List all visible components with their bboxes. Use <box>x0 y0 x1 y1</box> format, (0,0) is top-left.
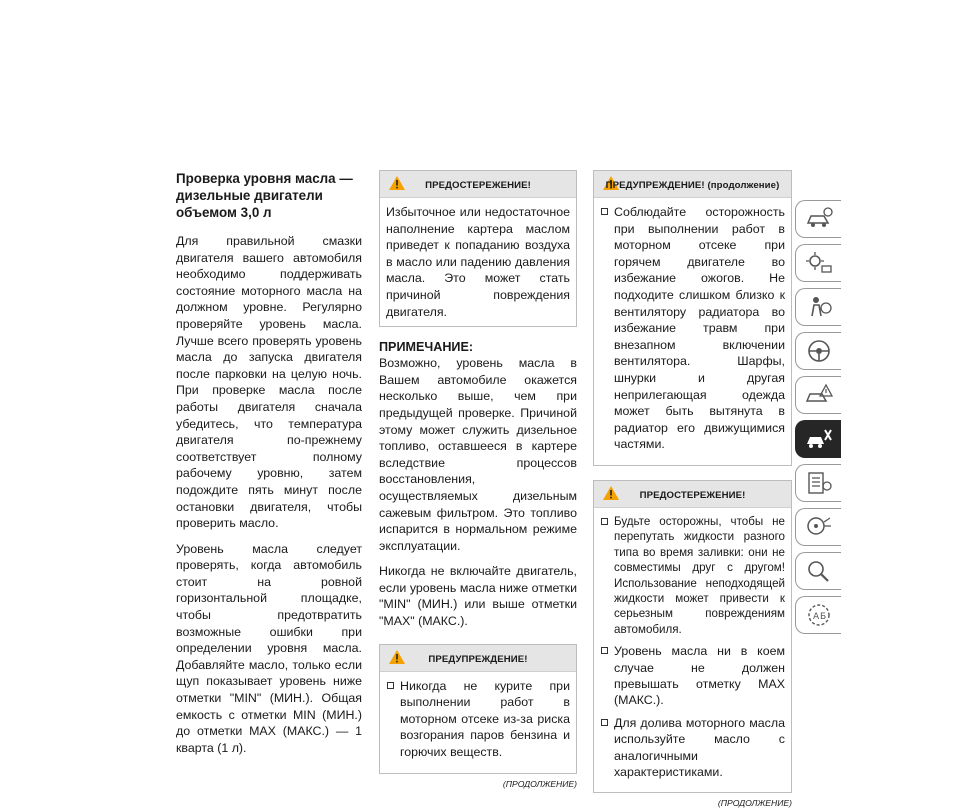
specifications-icon <box>807 472 832 494</box>
warning-triangle-icon <box>389 176 405 190</box>
warning-continued-box: ПРЕДУПРЕЖДЕНИЕ! (продолжение) Соблюдайте… <box>593 170 792 466</box>
continued-label: (ПРОДОЛЖЕНИЕ) <box>717 798 792 809</box>
warning-item: Никогда не курите при выполнении работ в… <box>386 678 570 761</box>
checkbox-bullet-icon <box>601 718 608 726</box>
caution-title: ПРЕДОСТЕРЕЖЕНИЕ! <box>425 180 531 191</box>
tab-search-index[interactable] <box>795 552 841 590</box>
caution-header-right: ПРЕДОСТЕРЕЖЕНИЕ! <box>594 480 791 508</box>
dashboard-lights-icon <box>805 252 832 273</box>
caution-box-right: ПРЕДОСТЕРЕЖЕНИЕ! Будьте осторожны, чтобы… <box>593 479 792 794</box>
section-title: Проверка уровня масла — дизельные двигат… <box>176 171 353 220</box>
warning-title: ПРЕДУПРЕЖДЕНИЕ! <box>428 653 528 665</box>
checkbox-bullet-icon <box>601 517 608 525</box>
steering-wheel-icon <box>807 340 830 362</box>
multimedia-icon <box>806 517 831 535</box>
svg-text:Б: Б <box>820 612 826 622</box>
seatbelt-airbag-icon <box>810 297 832 317</box>
warning-continued-header: ПРЕДУПРЕЖДЕНИЕ! (продолжение) <box>594 171 791 198</box>
column-right: ПРЕДУПРЕЖДЕНИЕ! (продолжение) Соблюдайте… <box>593 170 792 812</box>
warning-continued-item: Соблюдайте осторожность при выполнении р… <box>600 204 785 453</box>
paragraph-never-start: Никогда не включайте двигатель, если уро… <box>379 564 577 629</box>
svg-text:A: A <box>813 612 820 622</box>
tab-steering[interactable] <box>795 332 841 370</box>
caution-item: Для долива моторного масла используйте м… <box>600 715 785 781</box>
column-middle: ПРЕДОСТЕРЕЖЕНИЕ! Избыточное или недостат… <box>379 170 577 792</box>
warning-triangle-icon <box>389 649 405 664</box>
caution-text: Избыточное или недостаточное наполнение … <box>386 205 570 319</box>
caution-item: Будьте осторожны, чтобы не перепутать жи… <box>600 514 785 637</box>
warning-header: ПРЕДУПРЕЖДЕНИЕ! <box>380 644 576 672</box>
caution-header: ПРЕДОСТЕРЕЖЕНИЕ! <box>380 171 576 198</box>
tab-car-service[interactable] <box>795 420 841 458</box>
paragraph-oil-check: Для правильной смазки двигателя вашего а… <box>176 234 362 531</box>
tab-car-info[interactable] <box>795 200 841 238</box>
caution-title-right: ПРЕДОСТЕРЕЖЕНИЕ! <box>639 489 746 501</box>
warning-triangle-icon <box>603 485 619 500</box>
paragraph-oil-level: Уровень масла следует проверять, когда а… <box>176 541 362 755</box>
caution-box: ПРЕДОСТЕРЕЖЕНИЕ! Избыточное или недостат… <box>379 170 577 328</box>
caution-item: Уровень масла ни в коем случае не должен… <box>600 643 785 709</box>
column-left: Проверка уровня масла — дизельные двигат… <box>176 170 362 765</box>
tab-dashboard-lights[interactable] <box>795 244 841 282</box>
emergency-car-icon <box>805 383 833 402</box>
warning-triangle-icon <box>603 176 619 190</box>
warning-continued-title: ПРЕДУПРЕЖДЕНИЕ! (продолжение) <box>605 180 780 191</box>
tab-seatbelt-airbag[interactable] <box>795 288 841 326</box>
continued-label: (ПРОДОЛЖЕНИЕ) <box>502 778 577 789</box>
car-service-icon <box>806 429 832 448</box>
note-text: Возможно, уровень масла в Вашем автомоби… <box>379 356 577 553</box>
checkbox-bullet-icon <box>601 647 608 655</box>
tab-specifications[interactable] <box>795 464 841 502</box>
tab-multimedia[interactable] <box>795 508 841 546</box>
warning-box: ПРЕДУПРЕЖДЕНИЕ! Никогда не курите при вы… <box>379 643 577 774</box>
checkbox-bullet-icon <box>601 208 608 215</box>
tab-emergency[interactable] <box>795 376 841 414</box>
note-heading: ПРИМЕЧАНИЕ: <box>379 340 474 355</box>
search-index-icon <box>807 561 829 582</box>
car-info-icon <box>806 207 833 227</box>
checkbox-bullet-icon <box>387 681 394 689</box>
